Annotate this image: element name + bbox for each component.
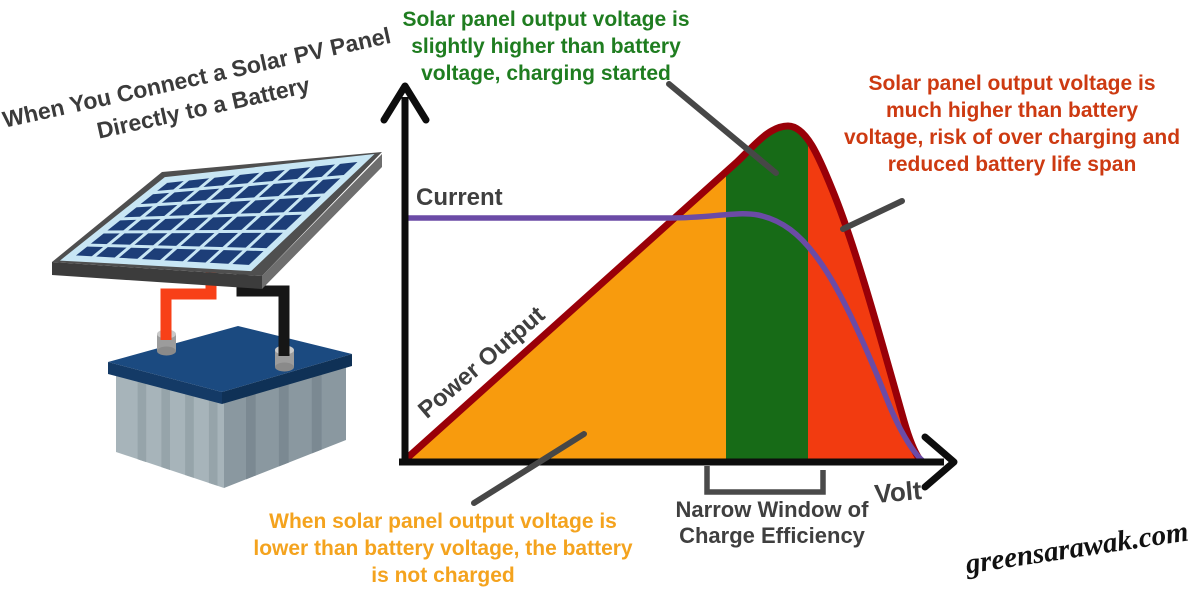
efficiency-window-label: Narrow Window of Charge Efficiency xyxy=(562,497,982,549)
current-curve xyxy=(403,211,926,464)
power-area-green xyxy=(726,126,808,460)
note-line: voltage, charging started xyxy=(421,62,671,85)
y-axis xyxy=(380,82,430,464)
note-line: lower than battery voltage, the battery xyxy=(253,537,633,560)
battery-top-face xyxy=(108,326,352,392)
note-line: Solar panel output voltage is xyxy=(868,72,1156,95)
note-line: reduced battery life span xyxy=(887,153,1137,176)
note-line: slightly higher than battery xyxy=(411,35,681,58)
note-line: When solar panel output voltage is xyxy=(269,510,617,533)
battery-top-edge-front xyxy=(108,362,222,404)
panel-frame-front-edge xyxy=(52,262,262,289)
note-line: Solar panel output voltage is xyxy=(402,8,690,31)
panel-frame-side-edge xyxy=(262,154,382,289)
note-charging-started: Solar panel output voltage is slightly h… xyxy=(346,6,746,87)
window-label-line-2: Charge Efficiency xyxy=(679,523,865,548)
red-note-connector xyxy=(840,198,905,232)
x-axis xyxy=(399,433,958,491)
power-curve-outline xyxy=(402,122,923,463)
solar-panel-illustration xyxy=(52,152,382,289)
y-axis-arrow-icon xyxy=(380,82,430,124)
panel-grid xyxy=(84,159,347,268)
battery-illustration xyxy=(108,326,352,488)
green-note-connector xyxy=(666,81,779,176)
note-not-charged: When solar panel output voltage is lower… xyxy=(223,508,663,589)
battery-top-edge-side xyxy=(222,354,352,404)
note-line: voltage, risk of over charging and xyxy=(843,126,1181,149)
efficiency-window-bracket xyxy=(704,466,826,495)
orange-note-connector xyxy=(471,431,587,506)
battery-side-ribs xyxy=(246,373,322,480)
window-label-line-1: Narrow Window of xyxy=(675,497,869,522)
battery-front-ribs xyxy=(137,379,218,486)
current-label: Current xyxy=(416,184,503,211)
note-over-charging-risk: Solar panel output voltage is much highe… xyxy=(812,70,1200,178)
x-axis-arrow-icon xyxy=(921,433,958,491)
note-line: is not charged xyxy=(371,564,515,587)
note-line: much higher than battery xyxy=(885,99,1139,122)
